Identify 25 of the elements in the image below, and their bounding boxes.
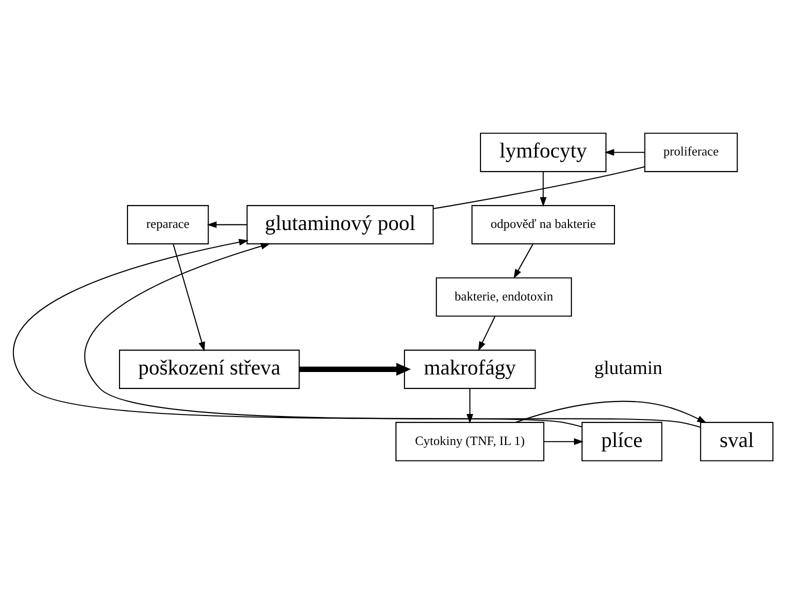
arrow <box>207 221 247 228</box>
arrow <box>604 149 645 156</box>
arrow <box>13 238 582 428</box>
arrow <box>172 244 206 352</box>
arrow <box>299 362 411 376</box>
arrow <box>478 316 496 352</box>
node-box: Cytokiny (TNF, IL 1) <box>395 422 544 462</box>
arrow <box>515 400 707 424</box>
node-box: odpověď na bakterie <box>471 205 615 244</box>
arrow <box>84 242 701 428</box>
arrow <box>544 438 584 445</box>
node-box: plíce <box>582 422 662 462</box>
node-box: sval <box>700 422 774 462</box>
node-box: proliferace <box>644 132 738 172</box>
arrow <box>514 244 534 279</box>
node-box: glutaminový pool <box>246 205 434 244</box>
node-box: poškození střeva <box>118 350 300 389</box>
node-box: lymfocyty <box>480 132 606 172</box>
node-box: reparace <box>126 205 209 244</box>
connector <box>433 166 645 210</box>
arrow <box>540 172 547 207</box>
label: glutamin <box>594 358 662 379</box>
node-box: bakterie, endotoxin <box>436 277 572 317</box>
node-box: makrofágy <box>404 350 536 389</box>
arrow <box>466 388 474 424</box>
